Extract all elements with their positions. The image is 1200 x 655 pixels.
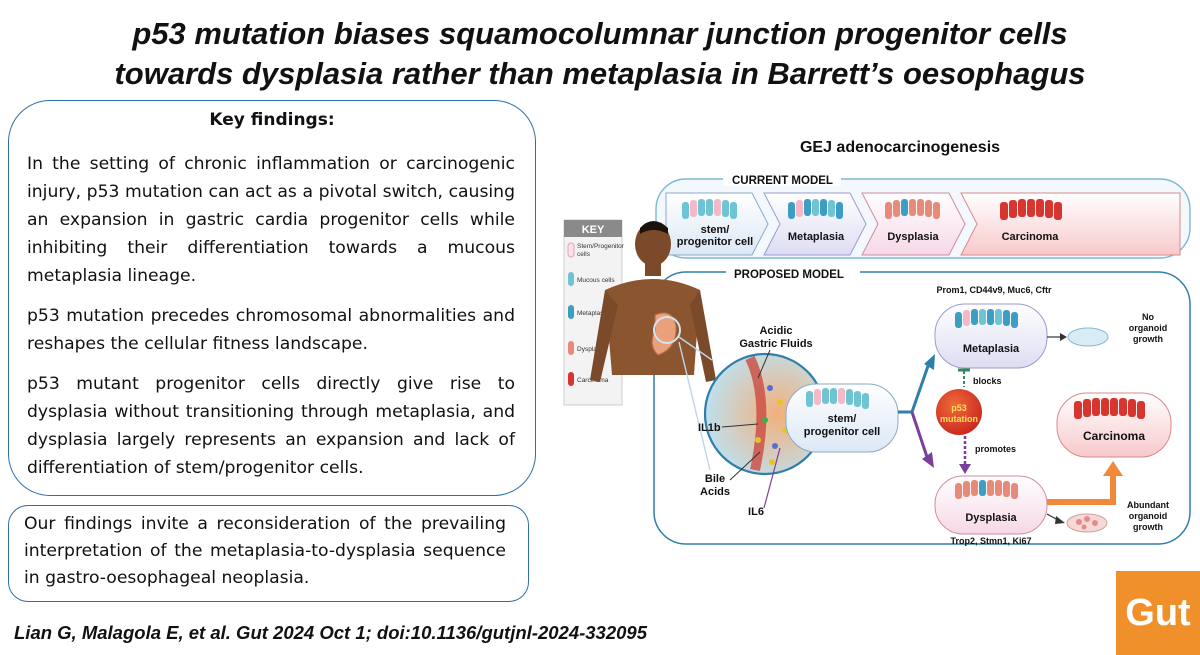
proposed-carcinoma-label: Carcinoma — [1083, 429, 1145, 443]
current-carcinoma-label: Carcinoma — [1002, 231, 1060, 243]
finding-paragraph-2: p53 mutation precedes chromosomal abnorm… — [27, 306, 515, 354]
key-stem-swatch — [567, 242, 575, 258]
key-findings-heading: Key findings: — [209, 110, 335, 130]
abundant-growth-arrow-head — [1055, 516, 1065, 524]
current-carcinoma-cells — [1000, 199, 1062, 220]
conclusion-box — [8, 505, 529, 602]
key-dysplasia-label: Dysplasia — [577, 346, 606, 353]
blocks-label: blocks — [973, 376, 1002, 386]
key-stem-label-1: Stem/Progenitor — [577, 243, 625, 250]
p53-label-1: p53 — [951, 403, 967, 413]
poster-title: p53 mutation biases squamocolumnar junct… — [60, 14, 1140, 94]
current-model-label-bg — [723, 172, 841, 186]
title-line-2: towards dysplasia rather than metaplasia… — [114, 56, 1086, 91]
current-dysplasia-label: Dysplasia — [887, 231, 939, 243]
proposed-model-label: PROPOSED MODEL — [734, 269, 844, 281]
abundant-growth-dish — [1066, 513, 1108, 533]
proposed-stem-label-2: progenitor cell — [804, 426, 880, 438]
key-title: KEY — [582, 224, 605, 236]
no-growth-label-1: No — [1142, 312, 1154, 322]
gut-logo: Gut — [1116, 571, 1200, 655]
key-metaplasia-swatch — [568, 305, 574, 319]
title-line-1: p53 mutation biases squamocolumnar junct… — [132, 16, 1068, 51]
diagram-title: GEJ adenocarcinogenesis — [800, 139, 1000, 156]
no-growth-dish — [1067, 327, 1109, 347]
key-metaplasia-label: Metaplasia — [577, 310, 609, 317]
proposed-stem-cells — [806, 388, 869, 409]
current-metaplasia-cells — [788, 199, 843, 219]
arrow-to-dysplasia — [910, 411, 930, 461]
current-model-label: CURRENT MODEL — [732, 175, 833, 187]
citation: Lian G, Malagola E, et al. Gut 2024 Oct … — [14, 622, 648, 643]
proposed-metaplasia-label: Metaplasia — [963, 343, 1020, 355]
current-stem-label-2: progenitor cell — [677, 236, 753, 248]
acidic-label-2: Gastric Fluids — [739, 338, 812, 350]
abundant-label-1: Abundant — [1127, 500, 1169, 510]
organoids — [1076, 516, 1098, 530]
promotes-arrow-head — [959, 464, 971, 474]
key-dysplasia-swatch — [568, 341, 574, 355]
key-mucous-label: Mucous cells — [577, 277, 615, 284]
proposed-model-label-bg — [726, 266, 860, 280]
p53-label-2: mutation — [940, 414, 978, 424]
il1b-pointer — [721, 423, 759, 428]
il6-label: IL6 — [748, 506, 764, 518]
key-stem-label-2: cells — [577, 251, 591, 258]
p53-mutation-node — [936, 389, 982, 435]
finding-paragraph-1: In the setting of chronic inflammation o… — [27, 154, 515, 286]
gej-diagram: GEJ adenocarcinogenesis CURRENT MODEL st… — [563, 139, 1191, 546]
zoom-line-top — [678, 336, 713, 361]
key-header — [564, 220, 622, 237]
abundant-label-2: organoid — [1129, 511, 1168, 521]
arrow-to-metaplasia-head — [924, 354, 935, 370]
arrow-to-carcinoma-head — [1103, 461, 1123, 476]
abundant-label-3: growth — [1133, 522, 1163, 532]
no-growth-arrow-head — [1060, 333, 1067, 341]
zoom-line-bottom — [678, 341, 711, 471]
proposed-metaplasia-cells — [955, 309, 1018, 328]
il6-pointer — [763, 447, 781, 509]
bile-label-2: Acids — [700, 486, 730, 498]
finding-paragraph-3: p53 mutant progenitor cells directly giv… — [27, 374, 515, 478]
no-growth-label-2: organoid — [1129, 323, 1168, 333]
bile-pointer — [729, 451, 761, 481]
key-mucous-swatch — [568, 272, 574, 286]
bile-label-1: Bile — [705, 473, 725, 485]
tissue-lining — [745, 355, 767, 472]
proposed-stem-label-1: stem/ — [828, 413, 857, 425]
current-carcinoma-panel — [960, 192, 1181, 256]
acidic-label-1: Acidic — [759, 325, 792, 337]
conclusion-text: Our findings invite a reconsideration of… — [24, 514, 506, 588]
proposed-carcinoma-cells — [1074, 398, 1145, 419]
promotes-label: promotes — [975, 444, 1016, 454]
current-dysplasia-cells — [885, 199, 940, 219]
arrow-to-dysplasia-head — [922, 452, 934, 468]
no-growth-label-3: growth — [1133, 334, 1163, 344]
key-carcinoma-swatch — [568, 372, 574, 386]
key-findings-box — [8, 100, 536, 496]
il1b-label: IL1b — [698, 422, 721, 434]
arrow-to-carcinoma — [1047, 474, 1116, 505]
metaplasia-markers: Prom1, CD44v9, Muc6, Cftr — [936, 285, 1052, 295]
proposed-model-box — [653, 271, 1191, 545]
current-stem-label-1: stem/ — [701, 224, 730, 236]
current-metaplasia-label: Metaplasia — [788, 231, 845, 243]
acidic-pointer — [757, 349, 771, 379]
human-figure-illustration — [590, 221, 716, 382]
current-stem-cells — [682, 199, 737, 219]
proposed-dysplasia-label: Dysplasia — [965, 512, 1017, 524]
proposed-dysplasia-cells — [955, 480, 1018, 499]
dysplasia-markers: Trop2, Stmn1, Ki67 — [950, 536, 1031, 546]
